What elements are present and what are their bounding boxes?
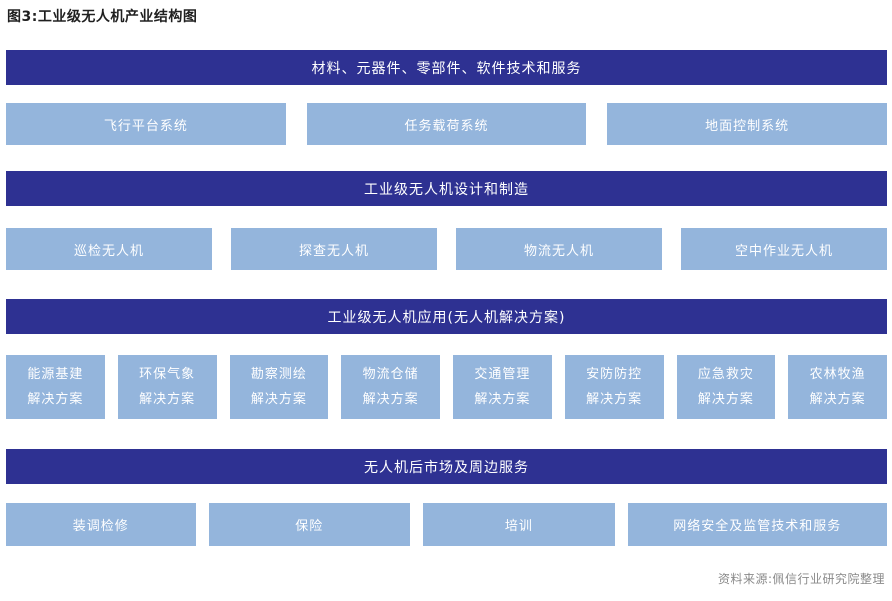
node-logistics-warehousing-solution: 物流仓储 解决方案 [341, 355, 440, 419]
node-environment-weather-solution: 环保气象 解决方案 [117, 355, 217, 419]
section-aftermarket-services: 无人机后市场及周边服务 装调检修 保险 培训 网络安全及监管技术和服务 [6, 449, 887, 546]
node-aerial-work-drone: 空中作业无人机 [681, 228, 887, 270]
layer-row-services: 装调检修 保险 培训 网络安全及监管技术和服务 [6, 503, 887, 546]
node-exploration-drone: 探查无人机 [231, 228, 437, 270]
section-materials-components: 材料、元器件、零部件、软件技术和服务 飞行平台系统 任务载荷系统 地面控制系统 [6, 50, 888, 145]
layer-header-design-manufacturing: 工业级无人机设计和制造 [6, 171, 887, 206]
node-agriculture-forestry-fishery-solution: 农林牧渔 解决方案 [788, 355, 887, 419]
figure-page: 图3:工业级无人机产业结构图 材料、元器件、零部件、软件技术和服务 飞行平台系统… [0, 8, 892, 601]
node-training: 培训 [423, 503, 615, 546]
node-network-security-regulation: 网络安全及监管技术和服务 [627, 503, 887, 546]
source-note: 资料来源:佩信行业研究院整理 [717, 572, 885, 586]
node-inspection-drone: 巡检无人机 [6, 228, 212, 270]
node-flight-platform-system: 飞行平台系统 [6, 103, 286, 145]
node-traffic-management-solution: 交通管理 解决方案 [453, 355, 552, 419]
node-energy-infrastructure-solution: 能源基建 解决方案 [6, 355, 105, 419]
node-insurance: 保险 [208, 503, 411, 546]
layer-row-systems: 飞行平台系统 任务载荷系统 地面控制系统 [6, 103, 888, 145]
node-survey-mapping-solution: 勘察测绘 解决方案 [229, 355, 329, 419]
node-logistics-drone: 物流无人机 [456, 228, 662, 270]
node-emergency-rescue-solution: 应急救灾 解决方案 [676, 355, 776, 419]
node-mission-payload-system: 任务载荷系统 [306, 103, 587, 145]
figure-title: 图3:工业级无人机产业结构图 [7, 9, 198, 25]
layer-header-applications: 工业级无人机应用(无人机解决方案) [6, 299, 887, 334]
section-applications: 工业级无人机应用(无人机解决方案) 能源基建 解决方案 环保气象 解决方案 勘察… [6, 299, 887, 419]
node-ground-control-system: 地面控制系统 [607, 103, 888, 145]
node-security-prevention-solution: 安防防控 解决方案 [564, 355, 664, 419]
section-design-manufacturing: 工业级无人机设计和制造 巡检无人机 探查无人机 物流无人机 空中作业无人机 [6, 171, 887, 270]
layer-header-materials: 材料、元器件、零部件、软件技术和服务 [6, 50, 887, 85]
layer-row-solutions: 能源基建 解决方案 环保气象 解决方案 勘察测绘 解决方案 物流仓储 解决方案 … [6, 355, 887, 419]
layer-header-aftermarket: 无人机后市场及周边服务 [6, 449, 887, 484]
layer-row-drone-types: 巡检无人机 探查无人机 物流无人机 空中作业无人机 [6, 228, 887, 270]
node-installation-maintenance: 装调检修 [6, 503, 196, 546]
